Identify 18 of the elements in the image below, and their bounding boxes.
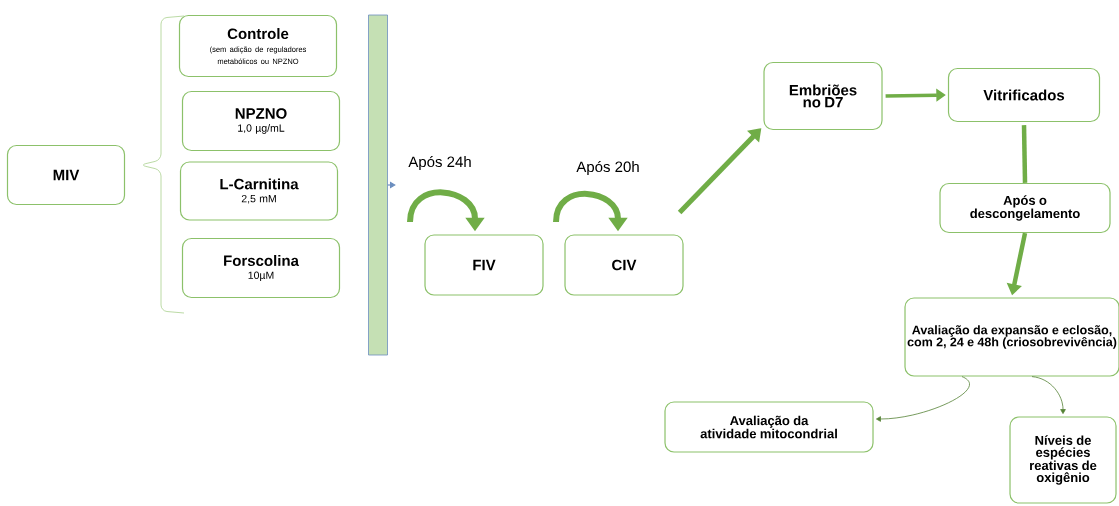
- process-box: NPZNO 1,0 µg/mL: [181, 90, 341, 152]
- process-box: Após o descongelamento: [939, 182, 1111, 234]
- vertical-bar: [368, 14, 388, 356]
- process-box: CIV: [564, 234, 684, 296]
- arrow: [876, 376, 970, 422]
- edge-label: Após 20h: [575, 159, 641, 177]
- process-box: MIV: [6, 144, 126, 206]
- process-box: Avaliação da expansão e eclosão, com 2, 24 e 48h (criosobrevivência): [904, 297, 1119, 377]
- process-box: Vitrificados: [947, 67, 1101, 123]
- arrow: [1031, 376, 1066, 414]
- arrow: [387, 181, 396, 189]
- process-box: Avaliação da atividade mitocondrial: [664, 401, 874, 453]
- process-box: Níveis de espécies reativas de oxigênio: [1009, 416, 1117, 504]
- process-box: L-Carnitina 2,5 mM: [179, 161, 339, 221]
- edge-label: Após 24h: [407, 154, 473, 172]
- process-box: Forscolina 10µM: [181, 237, 341, 299]
- process-box: Embriões no D7: [763, 61, 883, 131]
- process-box: FIV: [424, 234, 544, 296]
